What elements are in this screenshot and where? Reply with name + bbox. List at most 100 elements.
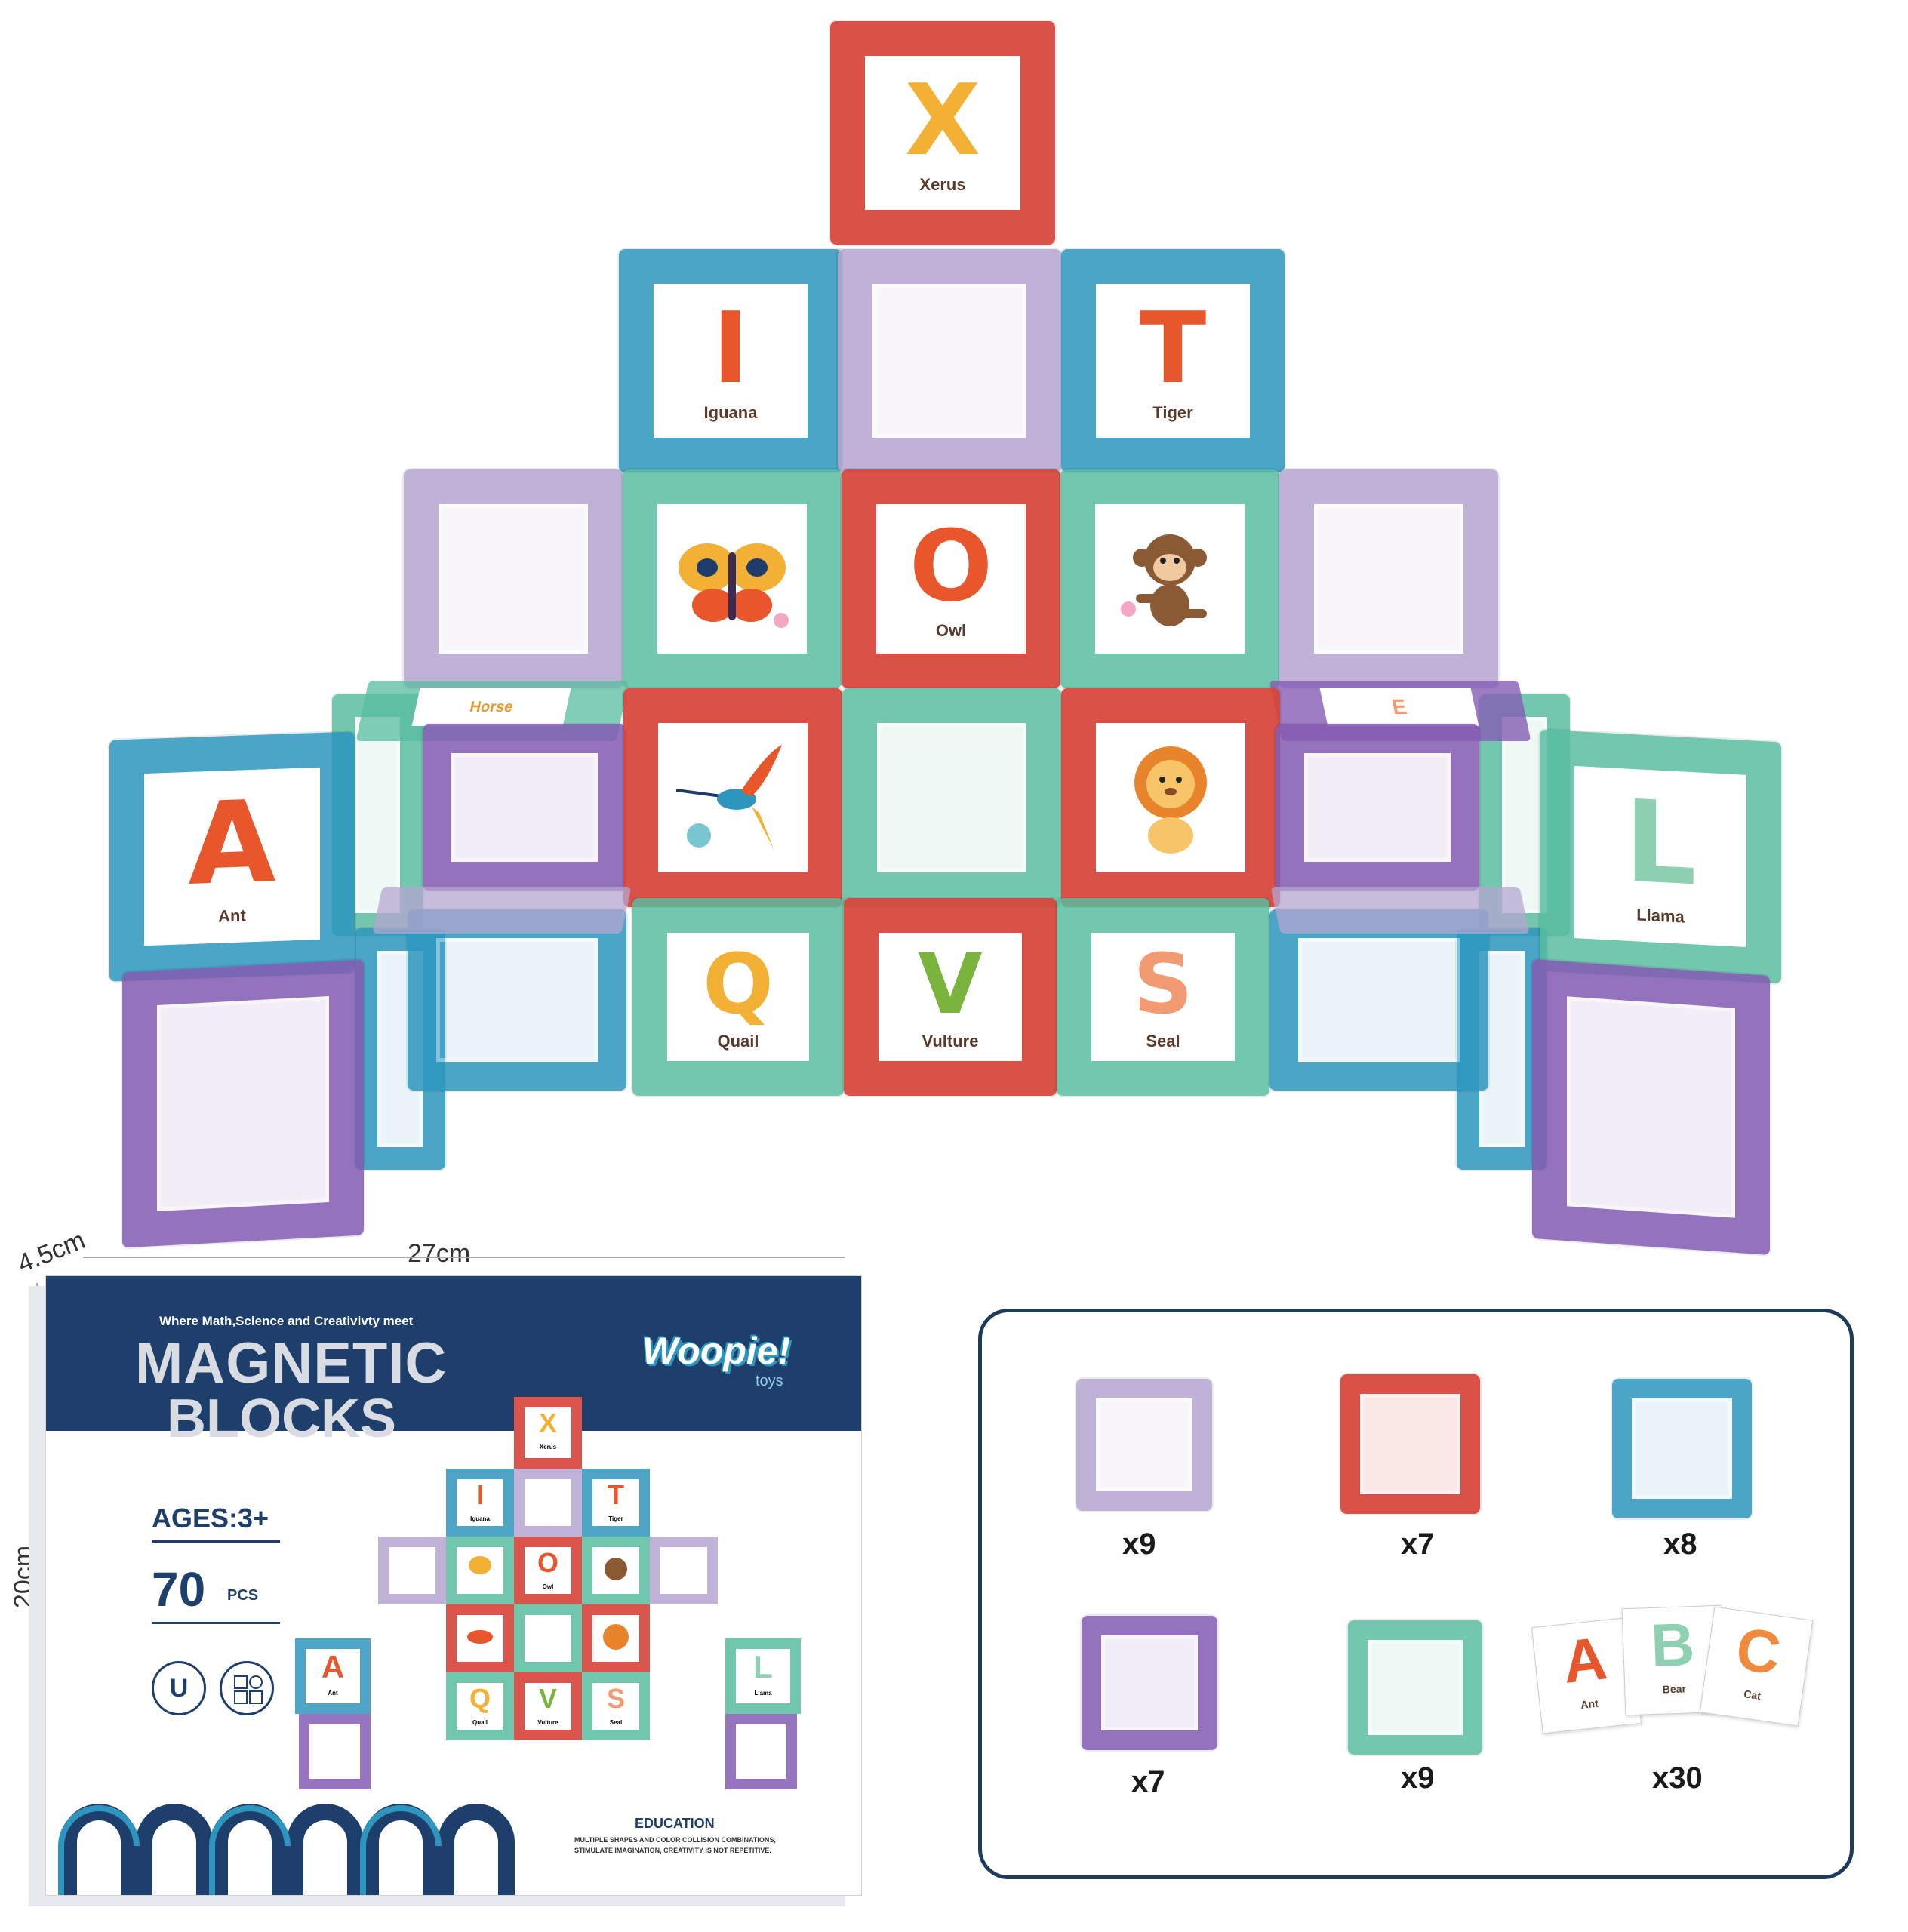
word-owl: Owl [935, 621, 967, 640]
letter-t: T [1139, 291, 1207, 405]
box-category: EDUCATION [635, 1816, 715, 1831]
tile-blank-left-row5 [408, 909, 626, 1091]
part-qty-teal: x9 [1401, 1761, 1435, 1795]
part-qty-red: x7 [1401, 1527, 1435, 1561]
box-description-2: STIMULATE IMAGINATION, CREATIVITY IS NOT… [574, 1847, 771, 1854]
tile-blank-top-center [838, 249, 1061, 472]
tile-blank-left-wing [122, 959, 364, 1248]
tile-blank-right-row4 [1276, 724, 1479, 891]
hummingbird-icon [675, 745, 782, 851]
letter-i: I [712, 291, 749, 405]
box-wave-decoration [58, 1804, 515, 1895]
piece-count-unit: PCS [227, 1587, 259, 1604]
part-tile-lavender [1076, 1379, 1212, 1511]
brand-name: Woopie! [642, 1330, 791, 1372]
tile-butterfly [623, 469, 842, 688]
tile-blank-right-mid [1279, 469, 1498, 688]
part-qty-blue: x8 [1663, 1527, 1697, 1561]
word-tiger: Tiger [1152, 403, 1193, 422]
word-ant: Ant [218, 906, 246, 926]
part-tile-red [1340, 1374, 1480, 1514]
letter-o: O [909, 509, 993, 623]
part-qty-cards: x30 [1652, 1761, 1703, 1795]
part-tile-blue [1612, 1379, 1752, 1518]
floor-tile-left-lower [372, 887, 632, 934]
brand-sub: toys [756, 1373, 783, 1389]
piece-count: 70 [152, 1562, 206, 1617]
letter-q: Q [703, 936, 774, 1032]
word-vulture: Vulture [922, 1032, 979, 1051]
mini-tile-purple-l [299, 1714, 371, 1789]
dimension-width: 27cm [408, 1239, 471, 1268]
tile-lion [1061, 688, 1280, 907]
lion-icon [1134, 746, 1207, 854]
shapes-badge-icon [220, 1661, 274, 1715]
part-tile-purple [1082, 1616, 1217, 1750]
mini-tile-monkey [582, 1537, 650, 1604]
ages-underline [152, 1540, 280, 1543]
floor-tile-right-lower [1270, 887, 1530, 934]
tile-blank-center-row4 [842, 688, 1061, 907]
part-qty-purple: x7 [1131, 1765, 1165, 1798]
mini-tile-blank-l [378, 1537, 446, 1604]
mini-tile-butterfly [446, 1537, 514, 1604]
letter-x: X [904, 63, 981, 177]
tile-hummingbird [623, 688, 842, 907]
tile-blank-right-row5 [1269, 909, 1488, 1091]
word-llama: Llama [1636, 905, 1685, 927]
partial-letter-e: E [1389, 695, 1409, 718]
ages-label: AGES:3+ [152, 1503, 269, 1534]
tile-monkey [1060, 469, 1279, 688]
letter-s: S [1133, 936, 1193, 1032]
dimension-line-height [36, 1283, 38, 1879]
tile-blank-left-mid [404, 469, 623, 688]
word-xerus: Xerus [919, 175, 966, 194]
box-description-1: MULTIPLE SHAPES AND COLOR COLLISION COMB… [574, 1836, 776, 1844]
part-tile-teal [1348, 1620, 1482, 1755]
word-quail: Quail [717, 1032, 759, 1051]
mini-tile-purple-r [725, 1714, 797, 1789]
monkey-icon [1121, 534, 1207, 626]
word-iguana: Iguana [703, 403, 758, 422]
product-box: Where Math,Science and Creativivty meet … [45, 1275, 862, 1896]
butterfly-icon [679, 543, 789, 628]
box-title-line1: MAGNETIC [135, 1331, 448, 1395]
card-c: C Cat [1699, 1606, 1814, 1727]
pieces-underline [152, 1622, 280, 1624]
box-title-line2: BLOCKS [167, 1389, 396, 1449]
partial-word-horse: Horse [468, 699, 515, 715]
dimension-height: 20cm [9, 1545, 38, 1609]
letter-cards: A Ant B Bear C Cat [1531, 1604, 1831, 1758]
mini-tile-center [514, 1604, 582, 1672]
letter-v: V [918, 936, 983, 1032]
box-header: Where Math,Science and Creativivty meet … [46, 1276, 861, 1449]
dimension-line-width [83, 1257, 845, 1258]
tile-blank-right-wing [1532, 958, 1770, 1256]
parts-panel: x9 x7 x8 x7 x9 A Ant B Bear C Cat x30 [978, 1309, 1854, 1879]
tile-blank-left-row4 [423, 724, 626, 891]
letter-a: A [188, 776, 276, 912]
mini-tile-blank-r [650, 1537, 718, 1604]
brand-logo: Woopie! toys [642, 1321, 816, 1397]
mini-tile-bird [446, 1604, 514, 1672]
magnet-badge-icon: U [152, 1661, 206, 1715]
mini-tile-blank [514, 1469, 582, 1537]
